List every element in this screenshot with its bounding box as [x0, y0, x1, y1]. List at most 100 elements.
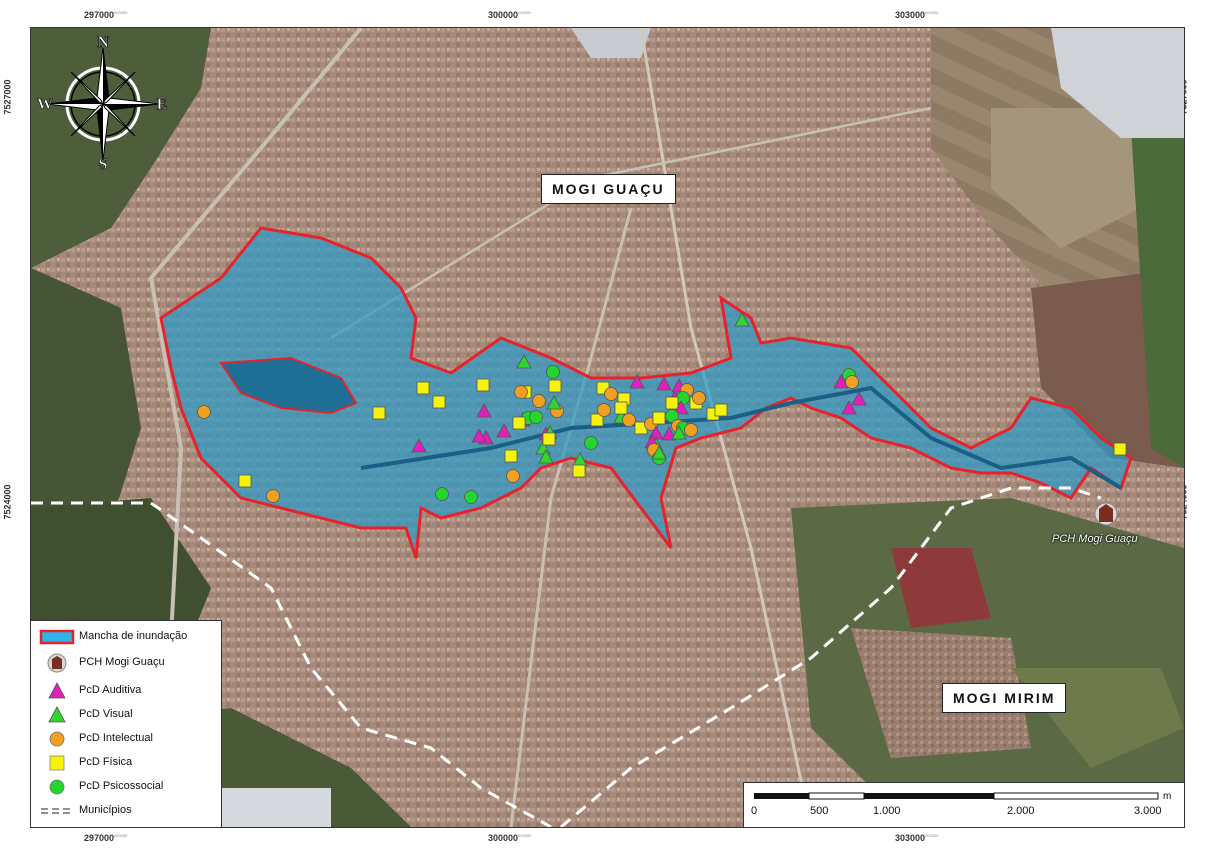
- pcd-intelectual-point[interactable]: [197, 405, 211, 419]
- x-tick-bottom-300000: 300000000000: [488, 833, 532, 843]
- pcd-visual-point[interactable]: [516, 354, 532, 369]
- pcd-psicossocial-point[interactable]: [464, 490, 478, 504]
- pcd-auditiva-point[interactable]: [471, 428, 487, 443]
- compass-e: E: [157, 96, 168, 113]
- scale-label-1000: 1.000: [873, 805, 901, 817]
- pcd-intelectual-point[interactable]: [266, 489, 280, 503]
- pcd-fisica-point[interactable]: [372, 406, 386, 420]
- pcd-intelectual-point[interactable]: [597, 403, 611, 417]
- legend-label-psicossocial: PcD Psicossocial: [79, 780, 164, 792]
- legend-item-visual: PcD Visual: [31, 705, 221, 725]
- compass-w: W: [37, 96, 53, 113]
- pcd-auditiva-point[interactable]: [661, 426, 677, 441]
- compass-n: N: [97, 34, 109, 51]
- fields-ne-bright: [991, 108, 1141, 248]
- pcd-intelectual-point[interactable]: [622, 413, 636, 427]
- pcd-psicossocial-point[interactable]: [546, 365, 560, 379]
- scale-label-2000: 2.000: [1007, 805, 1035, 817]
- x-tick-top-303000: 303000000000: [895, 10, 939, 20]
- pcd-fisica-point[interactable]: [548, 379, 562, 393]
- pcd-psicossocial-point[interactable]: [584, 436, 598, 450]
- map-legend: Mancha de inundação PCH Mogi Guaçu PcD A…: [30, 620, 222, 828]
- flood-extent-polygon[interactable]: [159, 226, 1133, 559]
- legend-label-municipios: Municípios: [79, 804, 132, 816]
- pcd-psicossocial-point[interactable]: [435, 487, 449, 501]
- pcd-fisica-point[interactable]: [614, 401, 628, 415]
- triangle-green-icon: [48, 706, 66, 723]
- scale-label-500: 500: [810, 805, 829, 817]
- triangle-magenta-icon: [48, 682, 66, 699]
- pcd-points-layer[interactable]: [197, 312, 1127, 504]
- pcd-psicossocial-point[interactable]: [529, 410, 543, 424]
- no-data-top: [571, 28, 651, 58]
- pcd-intelectual-point[interactable]: [514, 385, 528, 399]
- pcd-psicossocial-point[interactable]: [665, 409, 679, 423]
- scale-bar: m 0 500 1.000 2.000 3.000: [743, 782, 1185, 828]
- pcd-intelectual-point[interactable]: [532, 394, 546, 408]
- pcd-visual-point[interactable]: [734, 312, 750, 327]
- dam-legend-icon: [52, 656, 62, 669]
- pcd-visual-point[interactable]: [546, 395, 562, 410]
- legend-item-municipios: Municípios: [31, 801, 221, 821]
- scale-bar-graphic: [754, 792, 1159, 800]
- pcd-fisica-point[interactable]: [512, 416, 526, 430]
- pcd-psicossocial-point[interactable]: [676, 391, 690, 405]
- compass-s: S: [99, 156, 108, 172]
- pcd-visual-point[interactable]: [651, 445, 667, 460]
- scale-label-3000: 3.000: [1134, 805, 1162, 817]
- legend-label-flood: Mancha de inundação: [79, 630, 188, 642]
- no-data-ne: [1051, 28, 1184, 138]
- municipal-boundary-west: [31, 501, 552, 827]
- pcd-auditiva-point[interactable]: [673, 400, 689, 415]
- pcd-auditiva-point[interactable]: [851, 391, 867, 406]
- scale-label-0: 0: [751, 805, 758, 817]
- pcd-visual-point[interactable]: [671, 425, 687, 440]
- circle-orange-icon: [49, 731, 65, 747]
- legend-item-flood: Mancha de inundação: [31, 627, 221, 647]
- pcd-intelectual-point[interactable]: [845, 375, 859, 389]
- pcd-fisica-point[interactable]: [542, 432, 556, 446]
- legend-label-auditiva: PcD Auditiva: [79, 684, 142, 696]
- pcd-fisica-point[interactable]: [652, 411, 666, 425]
- x-tick-bottom-303000: 303000000000: [895, 833, 939, 843]
- vegetation-east: [1131, 128, 1184, 468]
- pcd-auditiva-point[interactable]: [656, 376, 672, 391]
- no-data-south: [221, 788, 331, 827]
- pcd-auditiva-point[interactable]: [833, 374, 849, 389]
- pcd-auditiva-point[interactable]: [411, 438, 427, 453]
- pcd-intelectual-point[interactable]: [692, 391, 706, 405]
- legend-item-intelectual: PcD Intelectual: [31, 729, 221, 749]
- pcd-fisica-point[interactable]: [432, 395, 446, 409]
- legend-label-visual: PcD Visual: [79, 708, 133, 720]
- pcd-auditiva-point[interactable]: [476, 403, 492, 418]
- compass-rose-icon: N S E W: [37, 34, 168, 172]
- circle-green-icon: [49, 779, 65, 795]
- legend-item-pch: PCH Mogi Guaçu: [31, 653, 221, 673]
- pcd-fisica-point[interactable]: [416, 381, 430, 395]
- pcd-fisica-point[interactable]: [504, 449, 518, 463]
- pcd-fisica-point[interactable]: [714, 403, 728, 417]
- legend-item-psicossocial: PcD Psicossocial: [31, 777, 221, 797]
- y-tick-left-7527000: 7527000: [2, 79, 13, 115]
- pcd-intelectual-point[interactable]: [506, 469, 520, 483]
- legend-label-fisica: PcD Física: [79, 756, 133, 768]
- pcd-fisica-point[interactable]: [590, 413, 604, 427]
- pcd-fisica-point[interactable]: [572, 464, 586, 478]
- pcd-fisica-point[interactable]: [665, 396, 679, 410]
- pcd-auditiva-point[interactable]: [841, 400, 857, 415]
- pcd-fisica-point[interactable]: [476, 378, 490, 392]
- pcd-auditiva-point[interactable]: [629, 374, 645, 389]
- legend-label-pch: PCH Mogi Guaçu: [79, 656, 165, 668]
- urban-mogi-mirim: [851, 628, 1031, 758]
- pcd-visual-point[interactable]: [538, 449, 554, 464]
- dam-icon[interactable]: [1094, 502, 1118, 526]
- x-tick-bottom-297000: 297000000000: [84, 833, 128, 843]
- label-pch-mogi-guacu: PCH Mogi Guaçu: [1052, 533, 1138, 545]
- highway-west: [148, 28, 363, 827]
- legend-item-fisica: PcD Física: [31, 753, 221, 773]
- pcd-fisica-point[interactable]: [238, 474, 252, 488]
- pcd-intelectual-point[interactable]: [604, 387, 618, 401]
- pcd-fisica-point[interactable]: [1113, 442, 1127, 456]
- pcd-intelectual-point[interactable]: [684, 423, 698, 437]
- pcd-auditiva-point[interactable]: [496, 423, 512, 438]
